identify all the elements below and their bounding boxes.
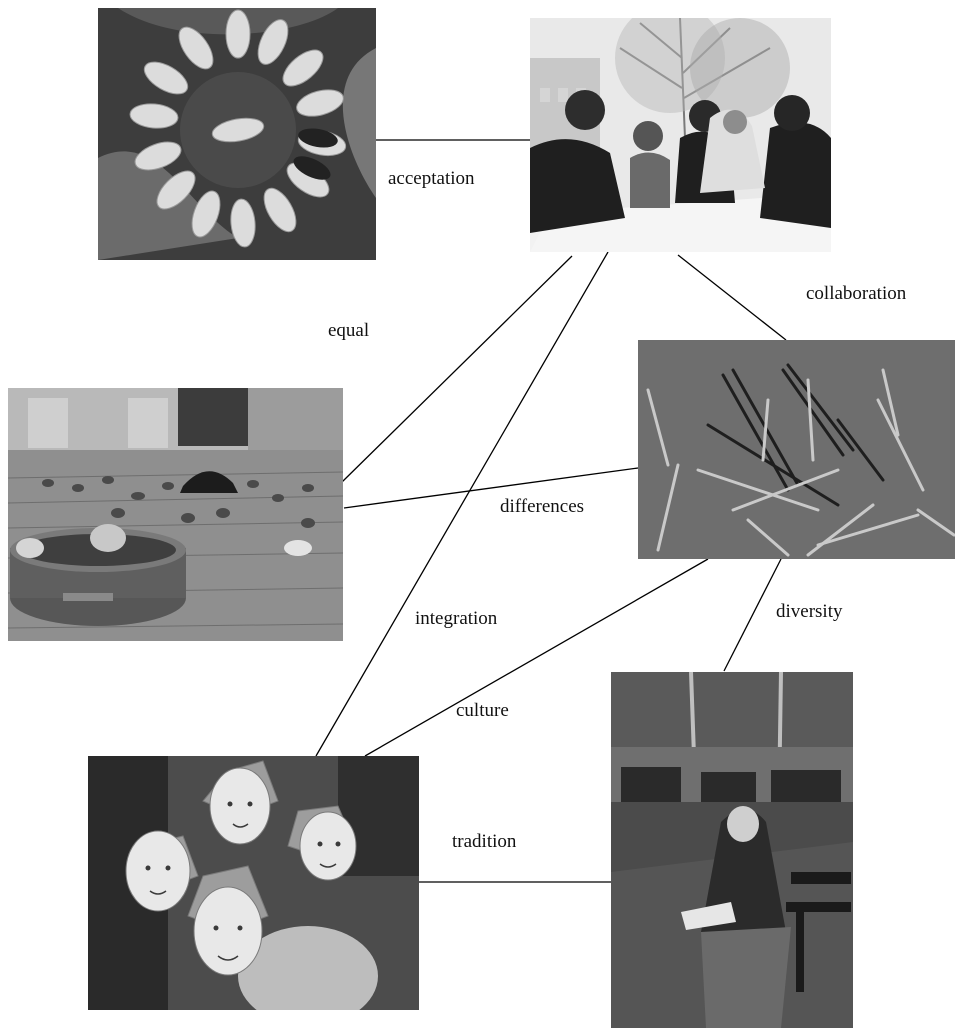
link-students-sticks <box>678 255 786 340</box>
woman-photo <box>611 672 853 1028</box>
shoes-photo <box>98 8 376 260</box>
label-differences: differences <box>500 497 584 516</box>
link-sticks-woman <box>724 559 781 671</box>
label-collaboration: collaboration <box>806 284 906 303</box>
label-tradition: tradition <box>452 832 516 851</box>
label-integration: integration <box>415 609 497 628</box>
label-diversity: diversity <box>776 602 843 621</box>
label-acceptation: acceptation <box>388 169 475 188</box>
students-photo <box>530 18 831 252</box>
link-sticks-pigeons <box>344 468 638 508</box>
label-culture: culture <box>456 701 509 720</box>
masks-photo <box>88 756 419 1010</box>
link-students-pigeons <box>342 256 572 482</box>
label-equal: equal <box>328 321 369 340</box>
sticks-photo <box>638 340 955 559</box>
pigeons-photo <box>8 388 343 641</box>
